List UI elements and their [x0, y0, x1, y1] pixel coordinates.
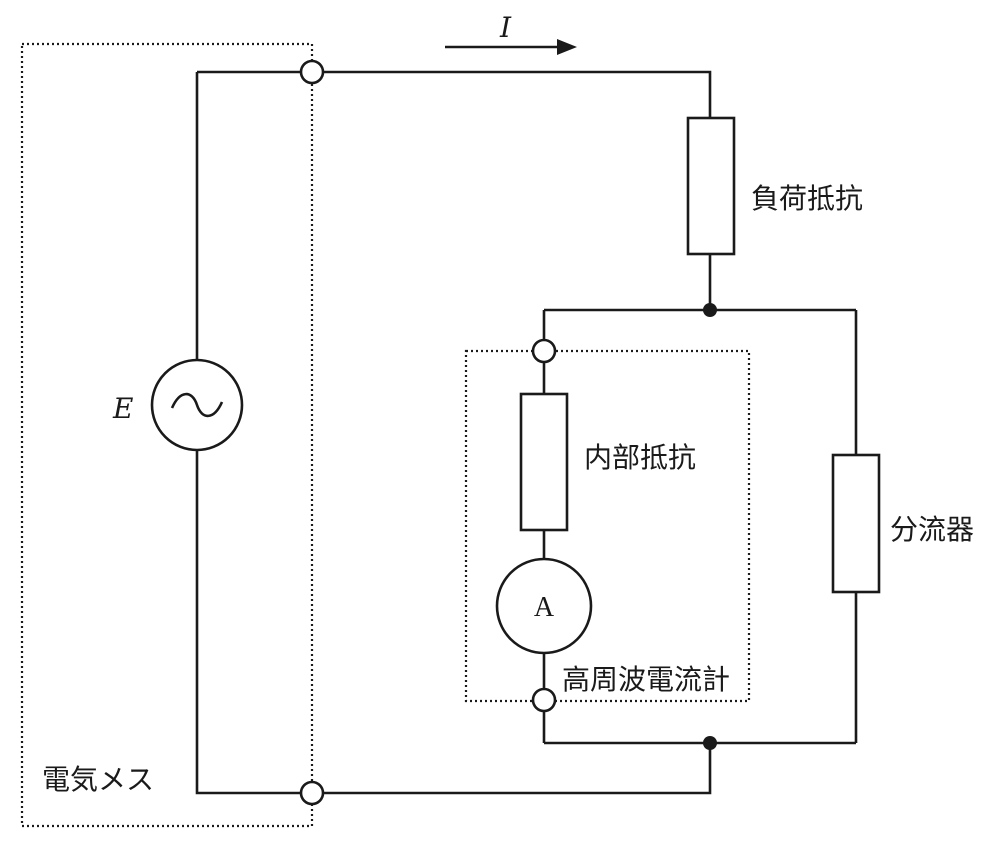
current-arrow-icon: [445, 39, 577, 55]
ammeter-icon: A: [495, 557, 593, 655]
terminal-meter-top: [531, 338, 557, 364]
internal-resistor: [519, 392, 569, 532]
esu-enclosure: [20, 42, 314, 828]
ammeter-enclosure: [464, 349, 751, 703]
top-wire: [197, 70, 712, 118]
source-label: E: [112, 392, 133, 425]
junction-lower: [703, 736, 717, 750]
bottom-wire: [195, 450, 712, 795]
terminal-esu-top: [299, 59, 325, 85]
internal-resistor-label: 内部抵抗: [584, 441, 696, 474]
shunt-resistor: [831, 453, 881, 594]
ac-source-icon: [150, 358, 244, 452]
shunt-label: 分流器: [890, 513, 974, 546]
junction-upper: [703, 303, 717, 317]
load-resistor: [686, 116, 736, 256]
load-resistor-label: 負荷抵抗: [751, 182, 863, 215]
hf-ammeter-label: 高周波電流計: [562, 663, 730, 696]
terminal-esu-bottom: [299, 780, 325, 806]
esu-label: 電気メス: [42, 763, 154, 796]
ammeter-letter: A: [534, 592, 555, 623]
terminal-meter-bottom: [531, 687, 557, 713]
current-label: I: [499, 11, 512, 44]
